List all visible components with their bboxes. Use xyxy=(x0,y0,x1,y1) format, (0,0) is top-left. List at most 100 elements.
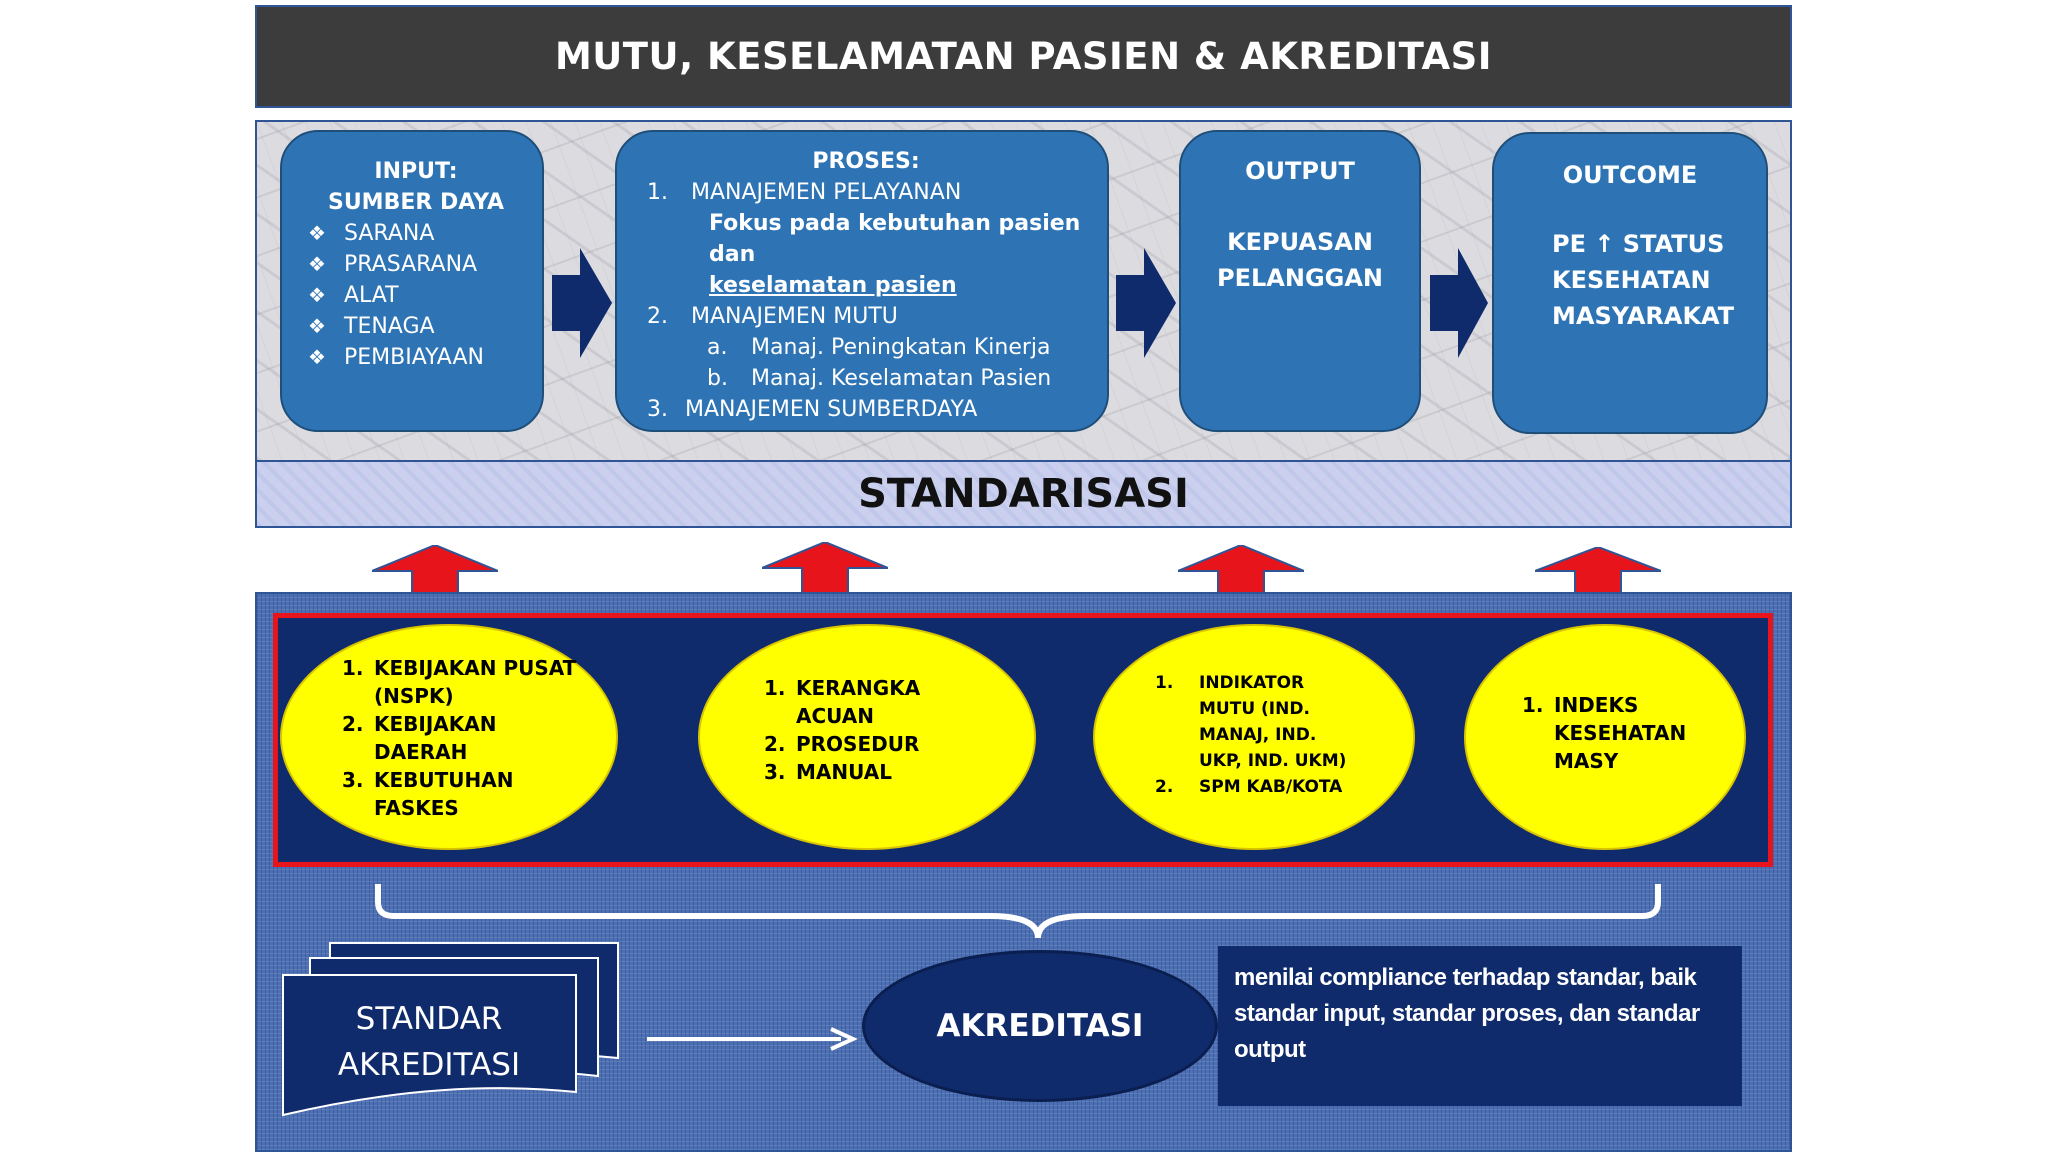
ellipse-list-label: MANAJ, IND. xyxy=(1199,725,1317,745)
proses-item-2-num: 2. xyxy=(647,304,668,329)
input-item: ❖PEMBIAYAAN xyxy=(308,342,524,373)
proses-item-2a-num: a. xyxy=(707,335,728,360)
ellipse-list-label: (NSPK) xyxy=(374,684,454,708)
input-title: INPUT: xyxy=(374,159,458,184)
proses-item-2: 2. MANAJEMEN MUTU xyxy=(647,301,1085,332)
input-item-label: ALAT xyxy=(344,283,399,308)
input-list: ❖SARANA❖PRASARANA❖ALAT❖TENAGA❖PEMBIAYAAN xyxy=(308,218,524,373)
ellipse-list-num: 1. xyxy=(342,656,364,680)
proses-item-2b: b. Manaj. Keselamatan Pasien xyxy=(647,363,1085,394)
standar-line2: AKREDITASI xyxy=(337,1047,521,1083)
outcome-line2: KESEHATAN xyxy=(1552,266,1711,294)
ellipse-list-item: MASY xyxy=(1522,747,1744,775)
ellipse-list-label: ACUAN xyxy=(796,704,874,728)
input-item-label: SARANA xyxy=(344,221,435,246)
arrow-up-icon xyxy=(372,545,498,595)
ellipse-list-item: 1. INDIKATOR xyxy=(1155,670,1413,696)
proses-item-2a: a. Manaj. Peningkatan Kinerja xyxy=(647,332,1085,363)
outcome-line3: MASYARAKAT xyxy=(1552,302,1735,330)
input-item: ❖TENAGA xyxy=(308,311,524,342)
proses-item-2a-label: Manaj. Peningkatan Kinerja xyxy=(751,335,1051,360)
ellipse-list-item: KESEHATAN xyxy=(1522,719,1744,747)
ellipse-list-item: 2.PROSEDUR xyxy=(764,730,1034,758)
ellipse-list-num: 2. xyxy=(342,712,364,736)
indikator-list: 1. INDIKATOR MUTU (IND. MANAJ, IND. UKP, IND… xyxy=(1155,670,1413,800)
ellipse-list-label: KEBIJAKAN xyxy=(374,712,497,736)
ellipse-list-num: 2. xyxy=(1155,777,1174,797)
akreditasi-ellipse: AKREDITASI xyxy=(862,950,1218,1102)
ellipse-list-num: 2. xyxy=(764,732,786,756)
proses-item-3-label: MANAJEMEN SUMBERDAYA xyxy=(685,397,978,422)
ellipse-list-item: MANAJ, IND. xyxy=(1155,722,1413,748)
ellipse-list-item: 2. KEBIJAKAN xyxy=(342,710,616,738)
ellipse-indikator: 1. INDIKATOR MUTU (IND. MANAJ, IND. UKP, IND… xyxy=(1093,624,1415,850)
proses-item-2-label: MANAJEMEN MUTU xyxy=(691,304,898,329)
page-title-bar: MUTU, KESELAMATAN PASIEN & AKREDITASI xyxy=(255,5,1792,108)
ellipse-list-num xyxy=(342,794,374,822)
ellipse-list-label: KEBIJAKAN PUSAT xyxy=(374,656,577,680)
ellipse-list-item: FASKES xyxy=(342,794,616,822)
standarisasi-label: STANDARISASI xyxy=(858,471,1189,517)
arrow-up-icon xyxy=(1535,547,1661,595)
proses-item-2b-num: b. xyxy=(707,366,728,391)
ellipse-list-label: KERANGKA xyxy=(796,676,921,700)
proses-title: PROSES: xyxy=(812,149,920,174)
proses-box: PROSES: 1. MANAJEMEN PELAYANAN Fokus pad… xyxy=(615,130,1109,432)
input-subtitle: SUMBER DAYA xyxy=(327,190,505,215)
diamond-bullet-icon: ❖ xyxy=(308,252,326,276)
ellipse-list-num xyxy=(342,682,374,710)
ellipse-list-num xyxy=(342,738,374,766)
ellipse-list-label: INDIKATOR xyxy=(1199,673,1305,693)
output-line1: KEPUASAN xyxy=(1227,228,1373,256)
page-title: MUTU, KESELAMATAN PASIEN & AKREDITASI xyxy=(554,35,1493,78)
diamond-bullet-icon: ❖ xyxy=(308,314,326,338)
arrow-right-icon xyxy=(552,248,612,358)
ellipse-list-item: MUTU (IND. xyxy=(1155,696,1413,722)
ellipse-list-label: KEBUTUHAN xyxy=(374,768,514,792)
ellipse-list-num xyxy=(764,702,796,730)
description-text: menilai compliance terhadap standar, bai… xyxy=(1234,964,1700,1063)
proses-item-3-num: 3. xyxy=(647,397,668,422)
standar-akreditasi-label: STANDAR AKREDITASI xyxy=(283,996,575,1088)
proses-item-2b-label: Manaj. Keselamatan Pasien xyxy=(751,366,1052,391)
ellipse-list-num: 1. xyxy=(1155,673,1174,693)
ellipse-list-item: 3. KEBUTUHAN xyxy=(342,766,616,794)
ellipse-list-item: (NSPK) xyxy=(342,682,616,710)
input-item: ❖ ALAT xyxy=(308,280,524,311)
outcome-box: OUTCOME PE ↑ STATUS KESEHATAN MASYARAKAT xyxy=(1492,132,1768,434)
arrow-up-icon xyxy=(1178,545,1304,595)
ellipse-list-label: INDEKS xyxy=(1554,693,1639,717)
ellipse-list-item: 2.SPM KAB/KOTA xyxy=(1155,774,1413,800)
ellipse-list-num xyxy=(1155,696,1199,722)
arrow-right-icon xyxy=(1116,248,1176,358)
ellipse-list-num: 3. xyxy=(342,768,364,792)
input-box: INPUT: SUMBER DAYA ❖SARANA❖PRASARANA❖ALA… xyxy=(280,130,544,432)
input-item: ❖PRASARANA xyxy=(308,249,524,280)
outcome-line1: PE ↑ STATUS xyxy=(1552,230,1725,258)
ellipse-list-item: UKP, IND. UKM) xyxy=(1155,748,1413,774)
input-item: ❖ SARANA xyxy=(308,218,524,249)
ellipse-list-label: MUTU (IND. xyxy=(1199,699,1310,719)
ellipse-list-label: KESEHATAN xyxy=(1554,721,1687,745)
proses-item-1-num: 1. xyxy=(647,180,668,205)
ellipse-list-label: DAERAH xyxy=(374,740,468,764)
diamond-bullet-icon: ❖ xyxy=(308,283,326,307)
kebijakan-list: 1. KEBIJAKAN PUSAT (NSPK) 2. KEBIJAKAN DAERAH… xyxy=(342,654,616,822)
proses-item-1-label: MANAJEMEN PELAYANAN xyxy=(691,180,962,205)
ellipse-kebijakan: 1. KEBIJAKAN PUSAT (NSPK) 2. KEBIJAKAN DAERAH… xyxy=(280,624,618,850)
proses-item-1-sub2: keselamatan pasien xyxy=(709,273,957,298)
brace-connector xyxy=(375,884,1661,939)
akreditasi-description: menilai compliance terhadap standar, bai… xyxy=(1218,946,1742,1106)
ellipse-list-num xyxy=(1155,722,1199,748)
output-title: OUTPUT xyxy=(1245,157,1355,185)
ellipse-list-item: 1.KERANGKA xyxy=(764,674,1034,702)
ellipse-list-item: 1.INDEKS xyxy=(1522,691,1744,719)
diamond-bullet-icon: ❖ xyxy=(308,221,326,245)
ellipse-list-item: 1. KEBIJAKAN PUSAT xyxy=(342,654,616,682)
proses-item-1-sub1: Fokus pada kebutuhan pasien dan xyxy=(709,211,1081,267)
output-box: OUTPUT KEPUASAN PELANGGAN xyxy=(1179,130,1421,432)
